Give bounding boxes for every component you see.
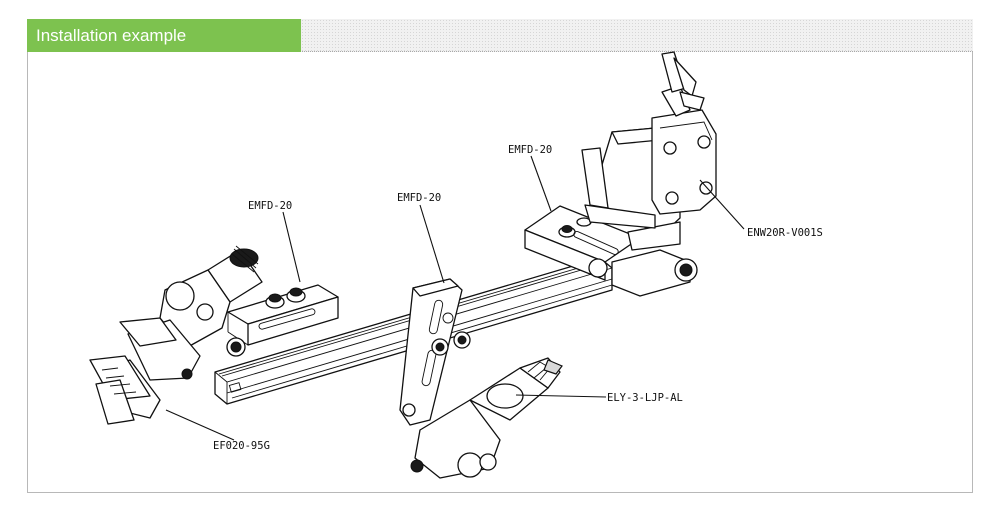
callout-emfd-left: EMFD-20 xyxy=(248,200,292,212)
header-band xyxy=(301,19,973,52)
callout-enw20r: ENW20R-V001S xyxy=(747,227,823,239)
gripper-ef020 xyxy=(89,245,263,425)
gripper-ely3 xyxy=(410,357,563,479)
bracket-emfd-middle xyxy=(399,278,471,426)
header-underline xyxy=(27,19,973,52)
section-title: Installation example xyxy=(27,19,301,52)
callout-emfd-right: EMFD-20 xyxy=(508,144,552,156)
callout-emfd-middle: EMFD-20 xyxy=(397,192,441,204)
bracket-emfd-left xyxy=(226,284,339,357)
bracket-emfd-right xyxy=(524,205,698,297)
callout-ely3: ELY-3-LJP-AL xyxy=(607,392,683,404)
leader-lines xyxy=(165,155,745,441)
callout-ef020: EF020-95G xyxy=(213,440,270,452)
gripper-enw20r xyxy=(581,51,717,251)
